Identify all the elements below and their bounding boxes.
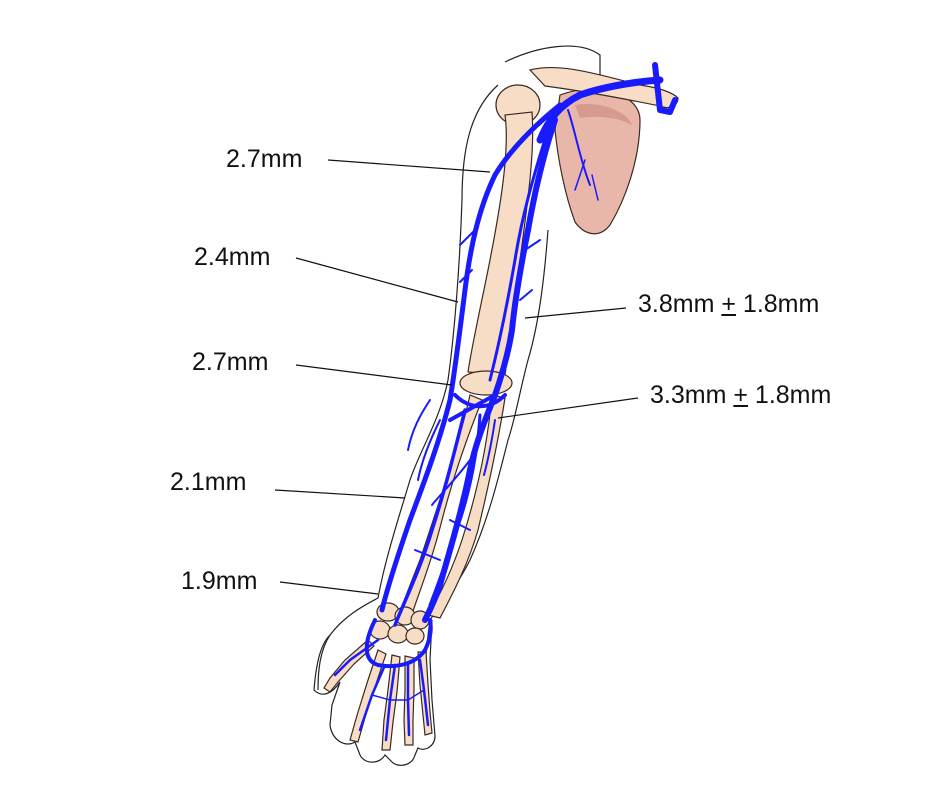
plus-minus-sign: + bbox=[721, 290, 736, 318]
label-2-4mm: 2.4mm bbox=[194, 243, 271, 271]
leader-l3 bbox=[295, 364, 453, 386]
label-3-8mm-sd: 3.8mm + 1.8mm bbox=[638, 292, 819, 317]
label-3-8mm-value: 3.8mm bbox=[638, 290, 715, 318]
label-3-8mm-sd-value: 1.8mm bbox=[742, 290, 820, 318]
ulna bbox=[427, 394, 506, 619]
leader-l2 bbox=[295, 257, 459, 303]
leader-r1 bbox=[524, 307, 627, 319]
leader-lines bbox=[274, 159, 639, 595]
vein-network bbox=[333, 62, 678, 742]
label-1-9mm: 1.9mm bbox=[181, 567, 258, 595]
leader-l5 bbox=[279, 581, 379, 595]
label-2-1mm: 2.1mm bbox=[170, 468, 247, 496]
hand-outline bbox=[313, 619, 436, 766]
label-2-7mm-lower: 2.7mm bbox=[192, 348, 269, 376]
leader-r2 bbox=[497, 397, 639, 419]
label-3-3mm-value: 3.3mm bbox=[650, 381, 727, 409]
label-2-7mm-upper: 2.7mm bbox=[226, 145, 303, 173]
carpals bbox=[369, 602, 430, 645]
leader-l1 bbox=[327, 159, 491, 173]
plus-minus-sign: + bbox=[733, 381, 748, 409]
label-3-3mm-sd-value: 1.8mm bbox=[754, 381, 832, 409]
leader-l4 bbox=[274, 489, 406, 499]
label-3-3mm-sd: 3.3mm + 1.8mm bbox=[650, 383, 831, 408]
